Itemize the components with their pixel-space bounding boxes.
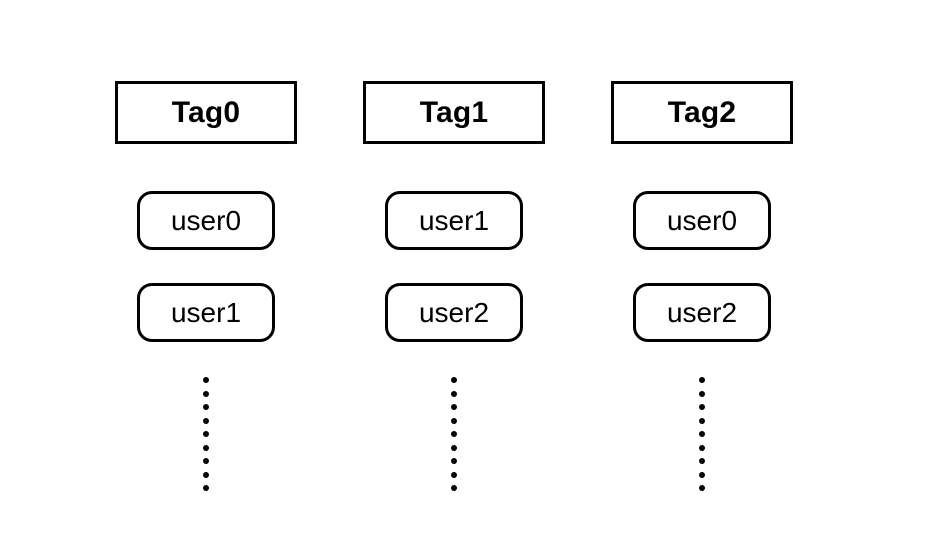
ellipsis-dot — [699, 377, 705, 383]
ellipsis-dot — [203, 377, 209, 383]
tag-header-box-1[interactable]: Tag1 — [363, 81, 545, 144]
ellipsis-dot — [699, 390, 705, 397]
ellipsis-dot — [203, 417, 209, 424]
user-pill[interactable]: user2 — [633, 283, 771, 342]
ellipsis-dot — [451, 431, 457, 437]
ellipsis-dot — [451, 444, 457, 451]
user-label: user1 — [170, 296, 242, 328]
user-pill[interactable]: user1 — [137, 283, 275, 342]
user-list-0: user0 user1 — [137, 144, 275, 342]
ellipsis-dot — [699, 404, 705, 410]
tag-label: Tag2 — [667, 95, 737, 129]
ellipsis-dot — [699, 485, 705, 491]
ellipsis-dot — [699, 431, 705, 437]
user-label: user2 — [666, 296, 738, 328]
vertical-ellipsis-icon — [451, 377, 457, 491]
ellipsis-dot — [699, 471, 705, 478]
tag-label: Tag1 — [419, 95, 489, 129]
ellipsis-dot — [203, 471, 209, 478]
tag-label: Tag0 — [171, 95, 241, 129]
ellipsis-dot — [451, 471, 457, 478]
ellipsis-dot — [451, 377, 457, 383]
vertical-ellipsis-icon — [203, 377, 209, 491]
user-pill[interactable]: user2 — [385, 283, 523, 342]
user-label: user0 — [170, 204, 242, 236]
ellipsis-dot — [451, 417, 457, 424]
tag-header-box-2[interactable]: Tag2 — [611, 81, 793, 144]
user-label: user1 — [418, 204, 490, 236]
ellipsis-dot — [203, 458, 209, 464]
ellipsis-dot — [451, 485, 457, 491]
user-pill[interactable]: user0 — [137, 191, 275, 250]
ellipsis-dot — [451, 458, 457, 464]
ellipsis-dot — [203, 404, 209, 410]
tag-header-box-0[interactable]: Tag0 — [115, 81, 297, 144]
ellipsis-dot — [451, 390, 457, 397]
user-list-1: user1 user2 — [385, 144, 523, 342]
tag-column-2: Tag2 user0 user2 — [611, 81, 793, 491]
ellipsis-dot — [203, 444, 209, 451]
user-list-2: user0 user2 — [633, 144, 771, 342]
user-pill[interactable]: user0 — [633, 191, 771, 250]
tag-column-1: Tag1 user1 user2 — [363, 81, 545, 491]
vertical-ellipsis-icon — [699, 377, 705, 491]
ellipsis-dot — [451, 404, 457, 410]
ellipsis-dot — [699, 444, 705, 451]
user-label: user2 — [418, 296, 490, 328]
tag-column-0: Tag0 user0 user1 — [115, 81, 297, 491]
ellipsis-dot — [203, 431, 209, 437]
ellipsis-dot — [203, 390, 209, 397]
ellipsis-dot — [699, 417, 705, 424]
ellipsis-dot — [203, 485, 209, 491]
ellipsis-dot — [699, 458, 705, 464]
user-pill[interactable]: user1 — [385, 191, 523, 250]
user-label: user0 — [666, 204, 738, 236]
